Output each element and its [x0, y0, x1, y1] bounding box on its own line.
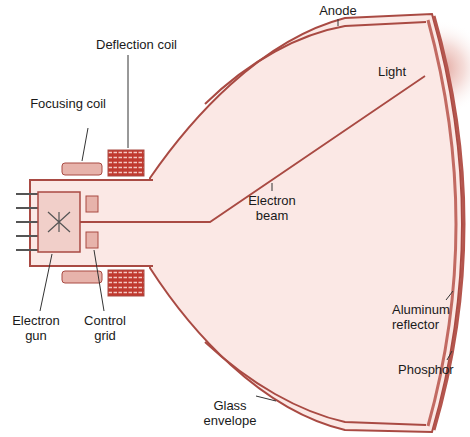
part-label: Control grid [76, 313, 134, 343]
deflection-coil [108, 150, 144, 176]
focusing-coil [62, 163, 102, 175]
leader-lines [40, 19, 453, 401]
part-label: Phosphor [398, 362, 464, 377]
part-label: Focusing coil [30, 96, 106, 111]
control-grid [86, 196, 98, 212]
part-label: Light [378, 64, 418, 79]
control-grid [86, 232, 98, 248]
base-pins [16, 194, 38, 250]
electron-gun [38, 192, 80, 252]
anode-band [205, 22, 426, 104]
part-label: Deflection coil [96, 37, 226, 52]
neck-join [150, 181, 156, 265]
electron-beam [80, 76, 425, 222]
part-label: Glass envelope [196, 398, 264, 428]
focusing-coil [62, 271, 102, 283]
tube-neck [30, 180, 152, 266]
deflection-coil [108, 270, 144, 296]
part-label: Aluminum reflector [392, 302, 466, 332]
filament [48, 212, 70, 232]
part-label: Electron gun [4, 313, 68, 343]
part-label: Electron beam [236, 193, 308, 223]
part-label: Anode [308, 3, 368, 18]
